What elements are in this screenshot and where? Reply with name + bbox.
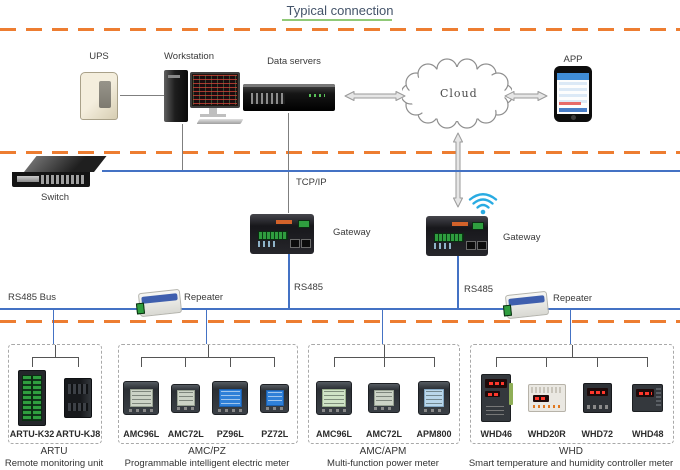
tcpip-label: TCP/IP — [296, 177, 327, 188]
device-cell: ARTU-K32 — [9, 357, 55, 441]
device-label: WHD72 — [581, 429, 613, 439]
device-label: AMC96L — [123, 429, 160, 439]
device-cell: AMC72L — [359, 357, 409, 441]
bus-drop-amcpz — [206, 310, 207, 344]
device-cell: AMC96L — [309, 357, 359, 441]
whd48-icon — [632, 384, 664, 412]
amc96l-meter-icon — [316, 381, 352, 415]
group-name-amcpz: AMC/PZ — [188, 446, 226, 457]
device-label: AMC72L — [167, 429, 204, 439]
rs485-bus-line — [0, 308, 680, 310]
workstation-tower-icon — [164, 70, 188, 122]
monitor-stand — [209, 108, 217, 114]
amc96l-meter-icon — [123, 381, 160, 415]
switch-icon — [10, 156, 107, 192]
device-cell: APM800 — [409, 357, 459, 441]
ups-icon — [80, 72, 118, 120]
group-name-artu: ARTU — [40, 446, 68, 457]
device-cell: WHD48 — [623, 357, 674, 441]
switch-label: Switch — [41, 192, 69, 203]
device-cell: AMC72L — [164, 357, 209, 441]
gateway-left-label: Gateway — [333, 227, 371, 238]
dashed-separator-top — [0, 28, 680, 31]
device-cell: ARTU-KJ8 — [55, 357, 101, 441]
workstation-drop-link — [182, 124, 183, 170]
group-name-amcapm: AMC/APM — [359, 446, 407, 457]
repeater-right-label: Repeater — [553, 293, 593, 304]
whd46-icon — [481, 374, 514, 422]
device-label: PZ96L — [216, 429, 244, 439]
device-label: WHD20R — [527, 429, 566, 439]
pz96l-meter-icon — [212, 381, 249, 415]
title-underline — [282, 19, 392, 21]
repeater-left-icon — [137, 288, 183, 318]
gateway-left-rs485-link — [288, 254, 290, 308]
group-name-whd: WHD — [559, 446, 583, 457]
device-label: ARTU-KJ8 — [55, 429, 101, 439]
device-cell: WHD20R — [522, 357, 573, 441]
repeater-left-label: Repeater — [184, 292, 224, 303]
device-label: WHD48 — [631, 429, 664, 439]
group-desc-amcpz: Programmable intelligent electric meter — [124, 458, 290, 469]
device-cell: AMC96L — [119, 357, 164, 441]
artu-kj8-icon — [64, 378, 92, 418]
rs485-left-label: RS485 — [294, 282, 324, 293]
device-label: ARTU-K32 — [9, 429, 55, 439]
rs485-right-label: RS485 — [464, 284, 494, 295]
gateway-right-rs485-link — [457, 256, 459, 308]
workstation-label: Workstation — [164, 51, 214, 62]
group-box-amcapm: AMC96L AMC72L APM800 — [308, 344, 460, 444]
device-cell: WHD72 — [572, 357, 623, 441]
server-cloud-arrow-icon — [344, 91, 406, 101]
device-cell: WHD46 — [471, 357, 522, 441]
page-title: Typical connection — [286, 3, 394, 18]
whd20r-icon — [527, 384, 566, 412]
device-label: AMC96L — [315, 429, 352, 439]
dashed-separator-bottom — [0, 320, 680, 323]
dashed-separator-middle — [0, 151, 680, 154]
apm800-meter-icon — [418, 381, 450, 415]
wifi-icon — [468, 193, 498, 215]
workstation-monitor-icon — [190, 72, 240, 108]
repeater-right-icon — [504, 290, 550, 320]
gateway-left-icon — [250, 214, 314, 254]
group-box-amcpz: AMC96L AMC72L PZ96L PZ72L — [118, 344, 298, 444]
whd72-icon — [582, 383, 612, 413]
cloud-label: Cloud — [440, 87, 478, 100]
bus-drop-amcapm — [382, 310, 383, 344]
device-cell: PZ96L — [208, 357, 253, 441]
group-box-artu: ARTU-K32 ARTU-KJ8 — [8, 344, 102, 444]
server-gateway-drop-link — [288, 113, 289, 213]
pz72l-meter-icon — [260, 383, 290, 413]
bus-drop-artu — [53, 310, 54, 344]
device-label: APM800 — [416, 429, 452, 439]
device-cell: PZ72L — [253, 357, 298, 441]
data-server-icon — [243, 84, 335, 111]
group-desc-whd: Smart temperature and humidity controlle… — [468, 458, 674, 469]
group-desc-amcapm: Multi-function power meter — [327, 458, 439, 469]
artu-k32-icon — [18, 370, 46, 426]
group-desc-artu: Remote monitoring unit — [4, 458, 104, 469]
gateway-right-label: Gateway — [503, 232, 541, 243]
cloud-icon — [402, 58, 512, 129]
bus-drop-whd — [570, 310, 571, 344]
amc72l-meter-icon — [171, 383, 201, 413]
device-label: PZ72L — [261, 429, 289, 439]
ups-label: UPS — [89, 51, 109, 62]
keyboard-icon — [196, 119, 244, 124]
cloud-app-arrow-icon — [504, 91, 548, 101]
device-label: WHD46 — [480, 429, 512, 439]
rs485-bus-label: RS485 Bus — [8, 292, 57, 303]
data-servers-label: Data servers — [267, 56, 321, 67]
group-box-whd: WHD46 WHD20R WHD72 WHD48 — [470, 344, 674, 444]
app-label: APP — [563, 54, 583, 65]
gateway-right-icon — [426, 216, 488, 256]
monitor-base — [200, 114, 226, 117]
tcpip-bus-line — [102, 170, 680, 172]
ups-workstation-link — [120, 95, 164, 96]
amc72l-meter-icon — [368, 383, 400, 413]
app-phone-icon — [554, 66, 592, 122]
device-label: AMC72L — [365, 429, 402, 439]
